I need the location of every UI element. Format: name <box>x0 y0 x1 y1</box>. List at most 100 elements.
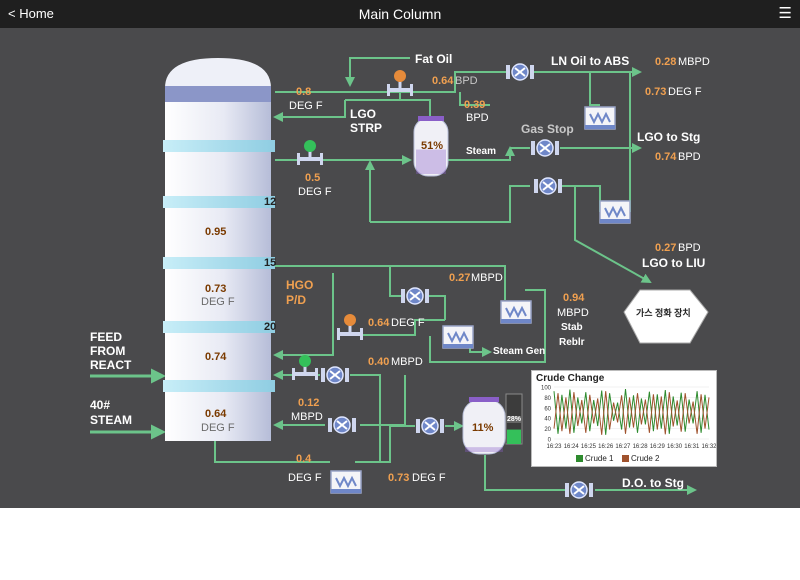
feed-label-3: REACT <box>90 358 132 372</box>
lgo-strp-fill <box>416 149 446 174</box>
y-tick-label: 100 <box>541 386 552 392</box>
lgo-liu-unit: BPD <box>678 242 701 254</box>
page-title: Main Column <box>358 6 442 22</box>
bottom-temp2-value: 0.73 <box>388 472 410 484</box>
gas-stop-label: Gas Stop <box>521 122 574 136</box>
hgo-temp-value: 0.64 <box>368 317 390 329</box>
hgo-pd-label-1: HGO <box>286 278 314 292</box>
lgo-to-stg-label: LGO to Stg <box>637 130 701 144</box>
deg-073-unit: DEG F <box>668 86 702 98</box>
hgo-flow-unit: MBPD <box>471 272 503 284</box>
home-button[interactable]: < Home <box>8 6 54 21</box>
stab-reblr-label-1: Stab <box>561 322 583 333</box>
top-section-value: 0.95 <box>205 226 227 238</box>
bottom-temp-value: 0.4 <box>296 453 312 465</box>
lgo-strp-temp-unit: DEG F <box>298 186 332 198</box>
hgo-temp-unit: DEG F <box>391 317 425 329</box>
series-line-crude-2 <box>553 391 710 435</box>
bottom-section-unit: DEG F <box>201 422 235 434</box>
steam40-label-2: STEAM <box>90 413 132 427</box>
hgo-flow-value: 0.27 <box>449 272 471 284</box>
do-tank-level: 11% <box>472 422 494 434</box>
legend-swatch-crude-2 <box>622 455 629 463</box>
y-tick-label: 60 <box>544 406 551 412</box>
y-tick-label: 0 <box>548 438 552 444</box>
pipes <box>90 57 697 495</box>
lgo-strp-tank <box>413 116 449 177</box>
steam40-label-1: 40# <box>90 398 111 412</box>
ln-oil-to-abs-label: LN Oil to ABS <box>551 54 630 68</box>
tray-15-label: 15 <box>264 257 277 269</box>
chart-title: Crude Change <box>536 373 605 384</box>
steam-label: Steam <box>466 146 497 157</box>
x-tick-label: 16:30 <box>667 444 683 450</box>
lgo-liu-value: 0.27 <box>655 242 677 254</box>
do-to-stg-label: D.O. to Stg <box>622 476 684 490</box>
legend-crude-1: Crude 1 <box>576 454 613 463</box>
x-tick-label: 16:25 <box>581 444 597 450</box>
hgo-section-unit: DEG F <box>201 296 235 308</box>
x-tick-label: 16:28 <box>633 444 649 450</box>
steam40-flow-unit: MBPD <box>291 411 323 423</box>
steam-gen-label: Steam Gen <box>493 346 546 357</box>
lgo-to-liu-label: LGO to LIU <box>642 256 706 270</box>
feed-label-2: FROM <box>90 344 126 358</box>
stab-reblr-label-2: Reblr <box>559 337 585 348</box>
gas-treatment-label: 가스 정화 장치 <box>636 308 691 318</box>
menu-icon[interactable]: ☰ <box>778 5 792 22</box>
main-column <box>163 58 275 441</box>
deg-073-value: 0.73 <box>645 86 667 98</box>
lgo-strp-label-1: LGO <box>350 107 376 121</box>
lgo-stg-value: 0.74 <box>655 151 677 163</box>
bpd-039-unit: BPD <box>466 112 489 124</box>
y-tick-label: 20 <box>544 427 551 433</box>
x-tick-label: 16:26 <box>598 444 614 450</box>
legend-label-crude-1: Crude 1 <box>585 454 614 463</box>
lgo-strp-label-2: STRP <box>350 121 383 135</box>
bottom-section-value: 0.64 <box>205 408 227 420</box>
legend-label-crude-2: Crude 2 <box>631 454 660 463</box>
top-temp-value: 0.8 <box>296 86 312 98</box>
y-tick-label: 80 <box>544 396 551 402</box>
main-column-screen: < Home Main Column ☰ <box>0 0 800 508</box>
stab-reblr-value: 0.94 <box>563 292 585 304</box>
fat-oil-flow-value: 0.64 <box>432 75 454 87</box>
mid-section-value: 0.74 <box>205 351 227 363</box>
process-diagram <box>90 57 709 499</box>
x-tick-label: 16:31 <box>684 444 700 450</box>
lgo-strp-level: 51% <box>421 140 444 152</box>
bottom-temp-unit: DEG F <box>288 472 322 484</box>
top-temp-unit: DEG F <box>289 100 323 112</box>
x-tick-label: 16:32 <box>701 444 716 450</box>
ln-oil-unit: MBPD <box>678 56 710 68</box>
steam-gen-flow-value: 0.40 <box>368 356 390 368</box>
bottom-temp2-unit: DEG F <box>412 472 446 484</box>
lgo-strp-temp-value: 0.5 <box>305 172 321 184</box>
tray-12-label: 12 <box>264 196 277 208</box>
gas-treatment-unit <box>623 289 709 344</box>
x-tick-label: 16:27 <box>615 444 631 450</box>
steam-gen-flow-unit: MBPD <box>391 356 423 368</box>
x-tick-label: 16:24 <box>564 444 580 450</box>
feed-label-1: FEED <box>90 330 123 344</box>
y-tick-label: 40 <box>544 417 551 423</box>
side-gauge-fill <box>507 429 521 443</box>
x-tick-label: 16:23 <box>546 444 562 450</box>
bpd-039-value: 0.39 <box>464 99 486 111</box>
side-gauge-level: 28% <box>506 416 523 423</box>
tray-20-label: 20 <box>264 321 277 333</box>
legend-crude-2: Crude 2 <box>622 454 659 463</box>
lgo-stg-unit: BPD <box>678 151 701 163</box>
legend-swatch-crude-1 <box>576 455 583 463</box>
fat-oil-label: Fat Oil <box>415 52 453 66</box>
ln-oil-value: 0.28 <box>655 56 677 68</box>
fat-oil-flow-unit: BPD <box>455 75 478 87</box>
stab-reblr-unit: MBPD <box>557 307 589 319</box>
hgo-pd-label-2: P/D <box>286 293 307 307</box>
steam40-flow-value: 0.12 <box>298 397 320 409</box>
do-tank-fill <box>465 447 503 452</box>
title-bar: < Home Main Column ☰ <box>0 0 800 28</box>
x-tick-label: 16:29 <box>650 444 666 450</box>
